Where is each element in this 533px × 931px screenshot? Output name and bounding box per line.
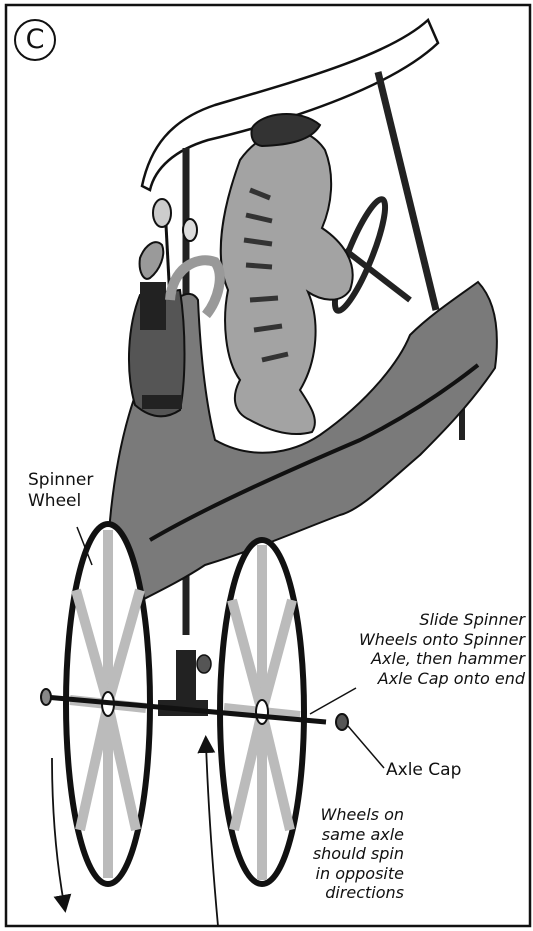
slide-instruction-leader — [310, 688, 356, 714]
label-line: Wheels on — [300, 805, 404, 825]
right-rotation-arrow — [206, 744, 218, 926]
axle-cap-label: Axle Cap — [386, 760, 461, 781]
label-line: Wheel — [28, 491, 93, 512]
axle-end-cap-left — [41, 689, 51, 705]
mouse-caddy-arm — [140, 282, 166, 330]
golf-club-head — [153, 199, 171, 227]
panel-letter-badge: C — [14, 19, 56, 61]
axle-cap-leader — [348, 726, 384, 768]
left-rotation-arrow — [52, 758, 64, 904]
label-line: should spin — [300, 844, 404, 864]
mouse-caddy — [140, 242, 164, 279]
label-line: Slide Spinner — [359, 610, 525, 630]
post-knob — [197, 655, 211, 673]
label-line: Wheels onto Spinner — [359, 630, 525, 650]
axle-post — [176, 650, 196, 700]
spinner-wheel-label: Spinner Wheel — [28, 470, 93, 511]
spin-direction-note: Wheels on same axle should spin in oppos… — [300, 805, 404, 903]
axle-cap — [336, 714, 348, 730]
golf-bag-strap — [142, 395, 182, 409]
slide-instruction-label: Slide Spinner Wheels onto Spinner Axle, … — [359, 610, 525, 688]
label-line: Axle Cap onto end — [359, 669, 525, 689]
golf-club-head — [183, 219, 197, 241]
label-line: Spinner — [28, 470, 93, 491]
label-line: Axle, then hammer — [359, 649, 525, 669]
cat-driver — [221, 130, 353, 434]
label-line: directions — [300, 883, 404, 903]
label-line: same axle — [300, 825, 404, 845]
front-canopy-post — [378, 72, 436, 310]
label-line: in opposite — [300, 864, 404, 884]
